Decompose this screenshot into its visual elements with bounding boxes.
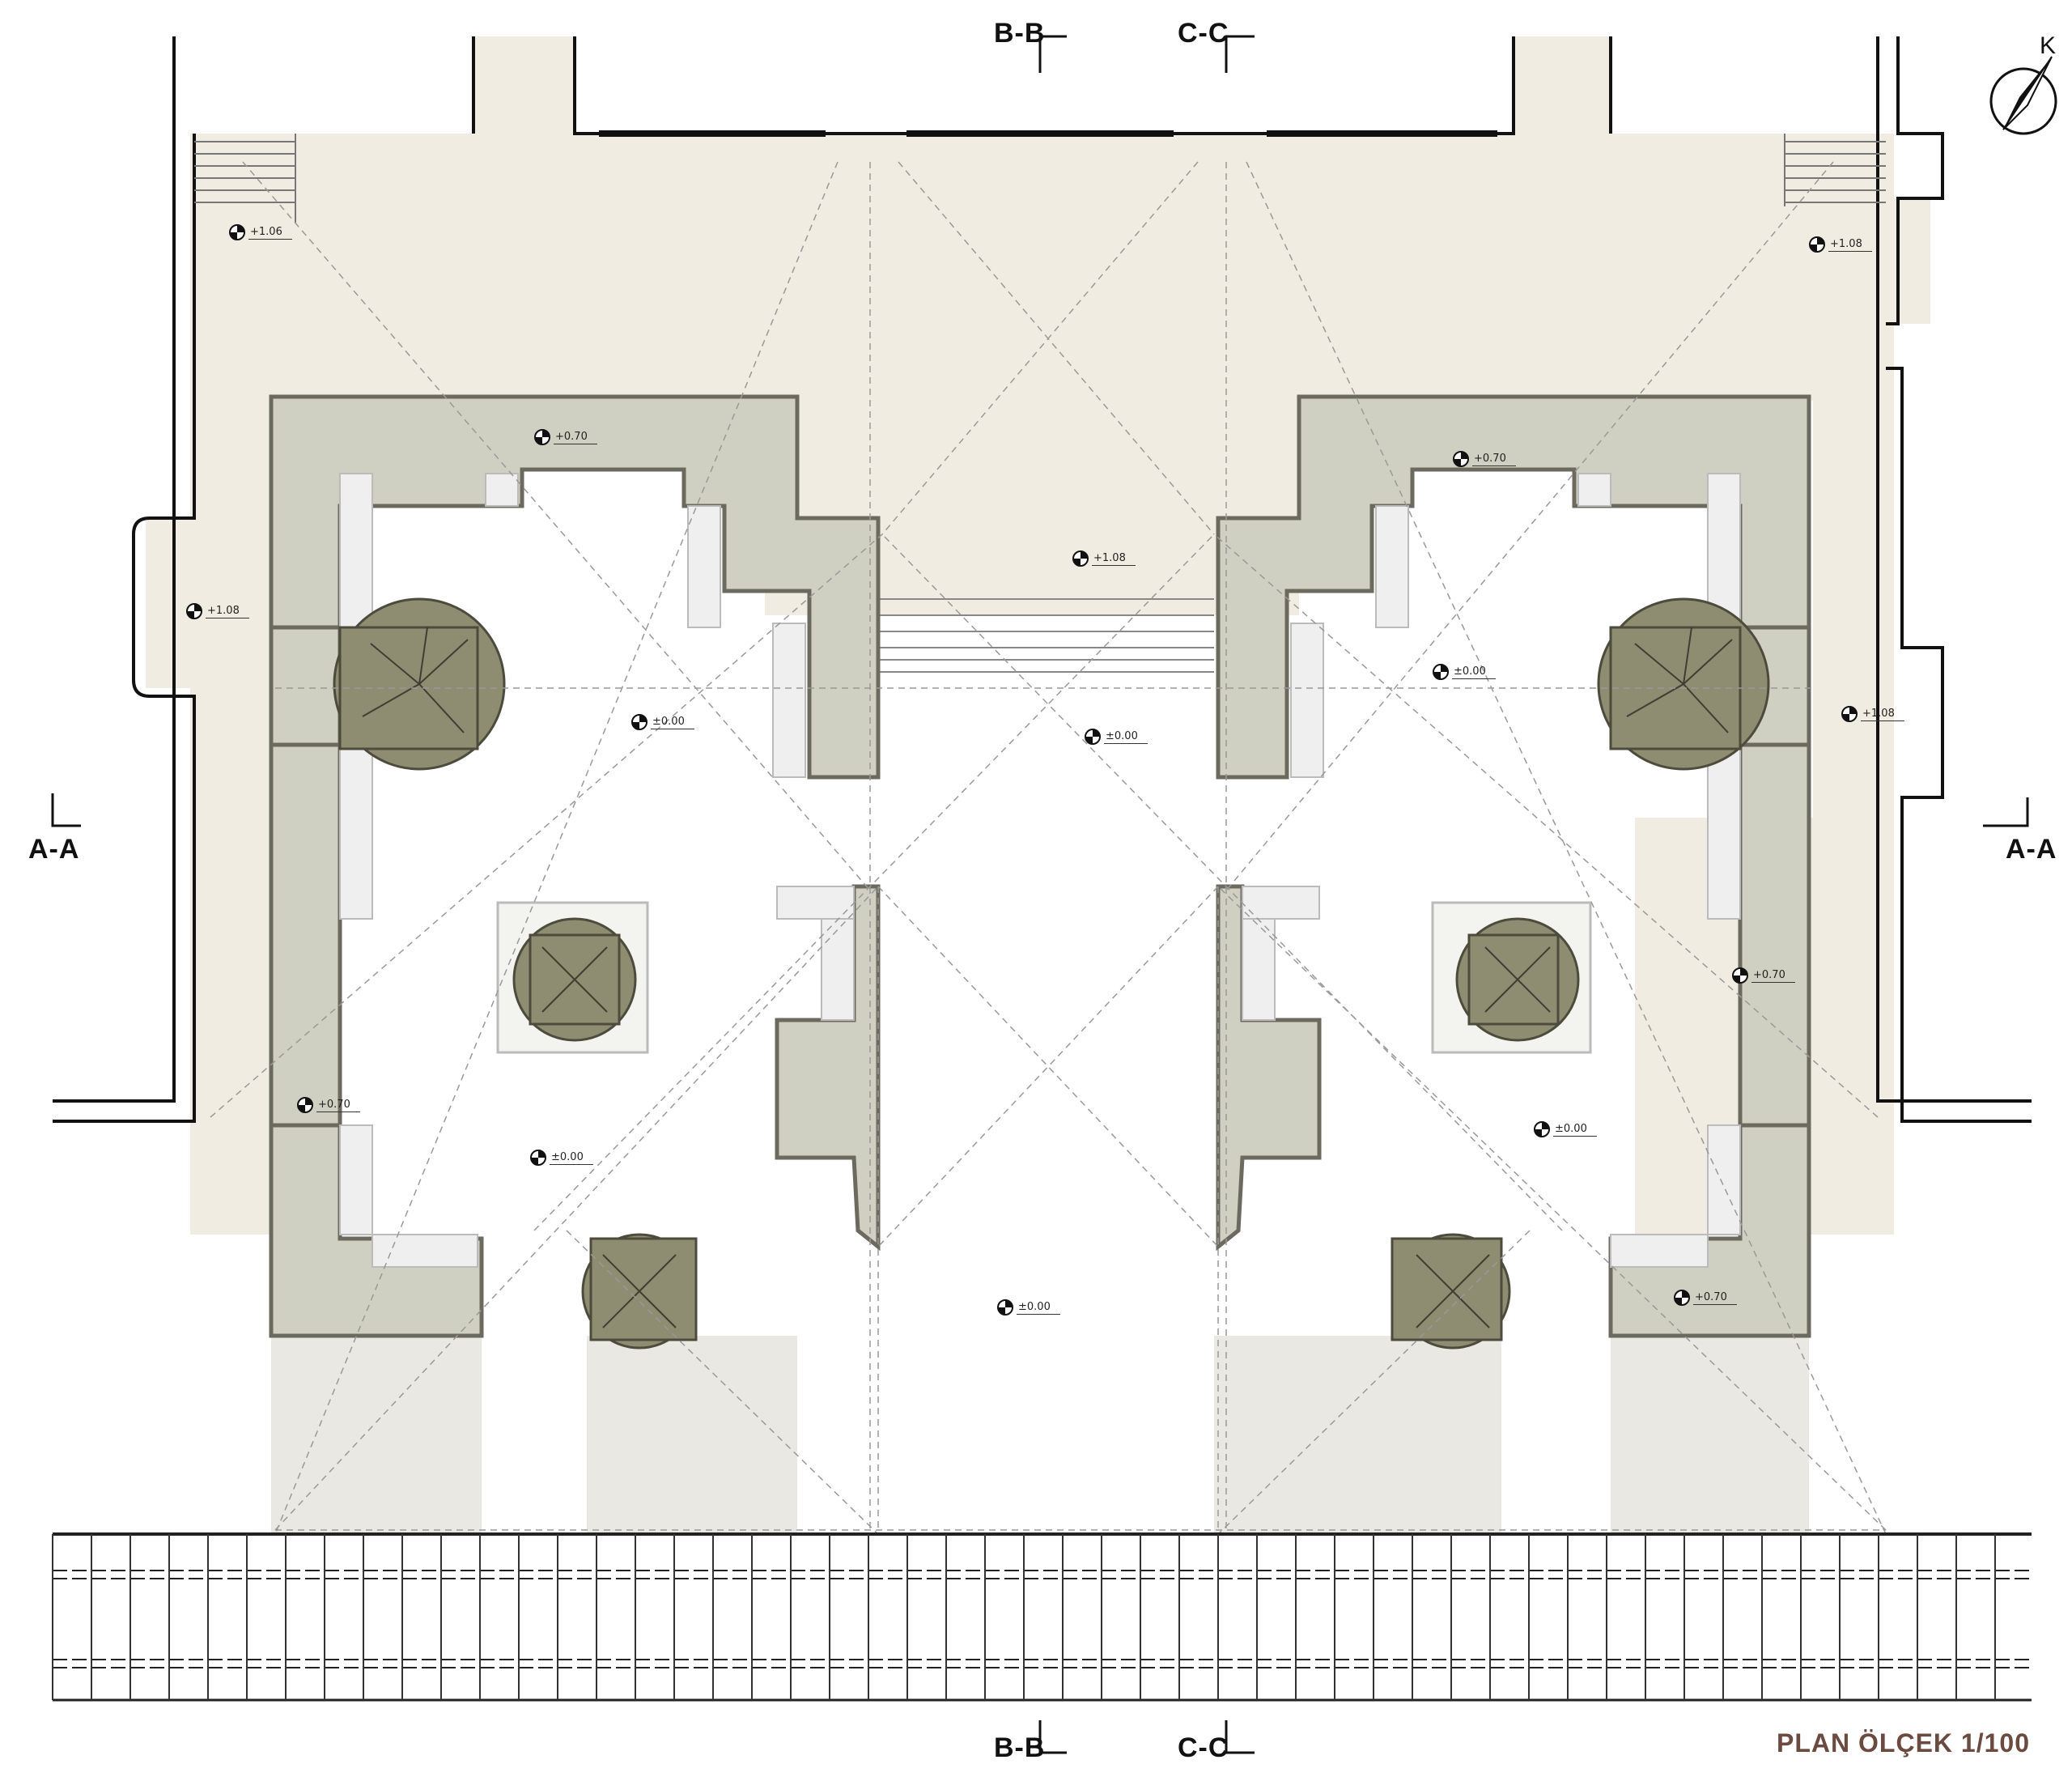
elevation-marker: ±0.00 <box>997 1299 1060 1316</box>
elevation-marker: ±0.00 <box>1433 664 1496 680</box>
elevation-marker: ±0.00 <box>631 714 694 730</box>
elevation-marker: +0.70 <box>297 1097 360 1113</box>
elevation-marker: +1.08 <box>1809 236 1872 253</box>
elevation-marker: +0.70 <box>1674 1290 1737 1306</box>
section-label-aa-left: A-A <box>28 834 80 865</box>
trees <box>333 597 1770 1350</box>
elevation-marker: +1.08 <box>1072 550 1136 567</box>
section-label-cc-top: C-C <box>1178 18 1229 49</box>
elevation-marker: +1.08 <box>186 603 249 619</box>
planter-left-lower <box>269 1123 484 1338</box>
elevation-marker: +1.08 <box>1841 706 1904 722</box>
section-label-cc-bottom: C-C <box>1178 1732 1229 1763</box>
section-label-aa-right: A-A <box>2006 834 2057 865</box>
elevation-marker: ±0.00 <box>1534 1121 1597 1137</box>
north-arrow-icon <box>1989 56 2057 135</box>
sight-lines <box>210 161 1887 1539</box>
elevation-marker: ±0.00 <box>1085 729 1148 745</box>
building-wall-right <box>1876 36 2032 1123</box>
elevation-marker: +0.70 <box>1732 967 1795 984</box>
building-wall-left <box>53 36 196 1123</box>
tree-branches <box>362 627 1733 1328</box>
elevation-marker: ±0.00 <box>530 1150 593 1166</box>
lower-strip-mid-right <box>1214 1336 1501 1534</box>
section-label-bb-bottom: B-B <box>994 1732 1046 1763</box>
lower-strip-right <box>1611 1336 1809 1534</box>
north-label: K <box>2040 32 2057 59</box>
elevation-marker: +0.70 <box>534 429 597 445</box>
lower-strip-mid-left <box>587 1336 797 1534</box>
central-stair <box>878 598 1214 673</box>
elevation-marker: +1.06 <box>229 224 292 240</box>
stairs-top-left <box>194 134 296 223</box>
boardwalk <box>53 1532 2032 1702</box>
section-markers <box>51 35 2029 1754</box>
upper-plaza <box>146 36 1930 1235</box>
stairs-top-right <box>1784 134 1886 206</box>
building-wall-top <box>472 36 1612 135</box>
lower-strip-left <box>271 1336 482 1534</box>
drawing-title: PLAN ÖLÇEK 1/100 <box>1777 1728 2030 1758</box>
boardwalk-posts <box>52 1534 1996 1700</box>
elevation-marker: +0.70 <box>1453 451 1516 467</box>
section-label-bb-top: B-B <box>994 18 1046 49</box>
benches <box>339 473 1741 1268</box>
